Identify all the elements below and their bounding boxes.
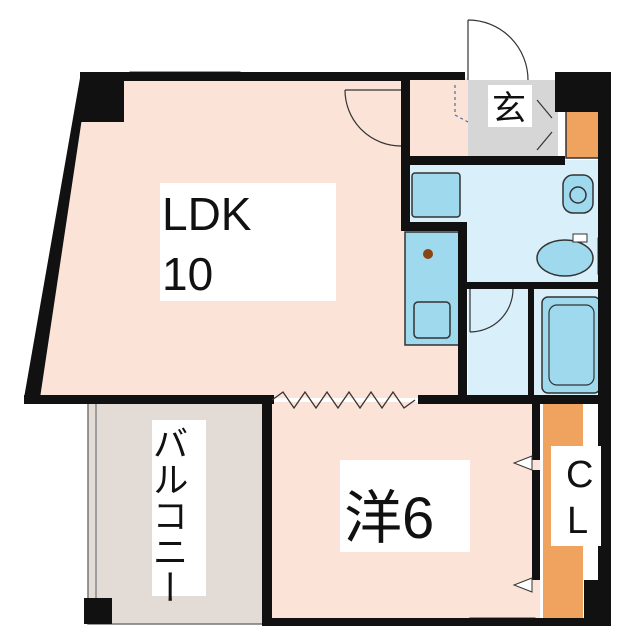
bathtub-icon: [541, 296, 601, 394]
walls: [24, 72, 611, 626]
door-swing-icon: [536, 99, 553, 151]
closet-door-icon: [512, 577, 533, 593]
door-swing-icon: [344, 89, 402, 147]
closet-label-l: L: [567, 500, 588, 542]
balcony-label-box: [152, 420, 206, 596]
western-label-box: [340, 460, 470, 552]
stove-icon: [423, 249, 433, 259]
ldk-size: 10: [162, 248, 213, 300]
balcony-label: バルコニー: [148, 425, 189, 605]
entrance-step: [454, 85, 469, 123]
kitchen-sink-icon: [413, 301, 451, 339]
toilet-icon: [562, 174, 594, 214]
closet-label-box: [551, 446, 601, 546]
washing-machine-pan: [411, 172, 461, 218]
closet-label-c: C: [566, 454, 593, 496]
folding-door-icon: [271, 390, 416, 410]
entrance-label: 玄: [492, 90, 526, 128]
shoe-cabinet-icon: [565, 105, 605, 159]
entrance-label-box: [488, 85, 532, 127]
ldk-label-box: [160, 183, 336, 301]
closet-door-icon: [512, 455, 533, 471]
hallway-floor: [405, 78, 468, 160]
ldk-label: LDK: [162, 188, 252, 240]
washbasin-icon: [536, 233, 594, 277]
door-swing-icon: [469, 288, 514, 333]
western-room-label: 洋6: [344, 486, 434, 551]
door-swing-icon: [467, 19, 529, 81]
